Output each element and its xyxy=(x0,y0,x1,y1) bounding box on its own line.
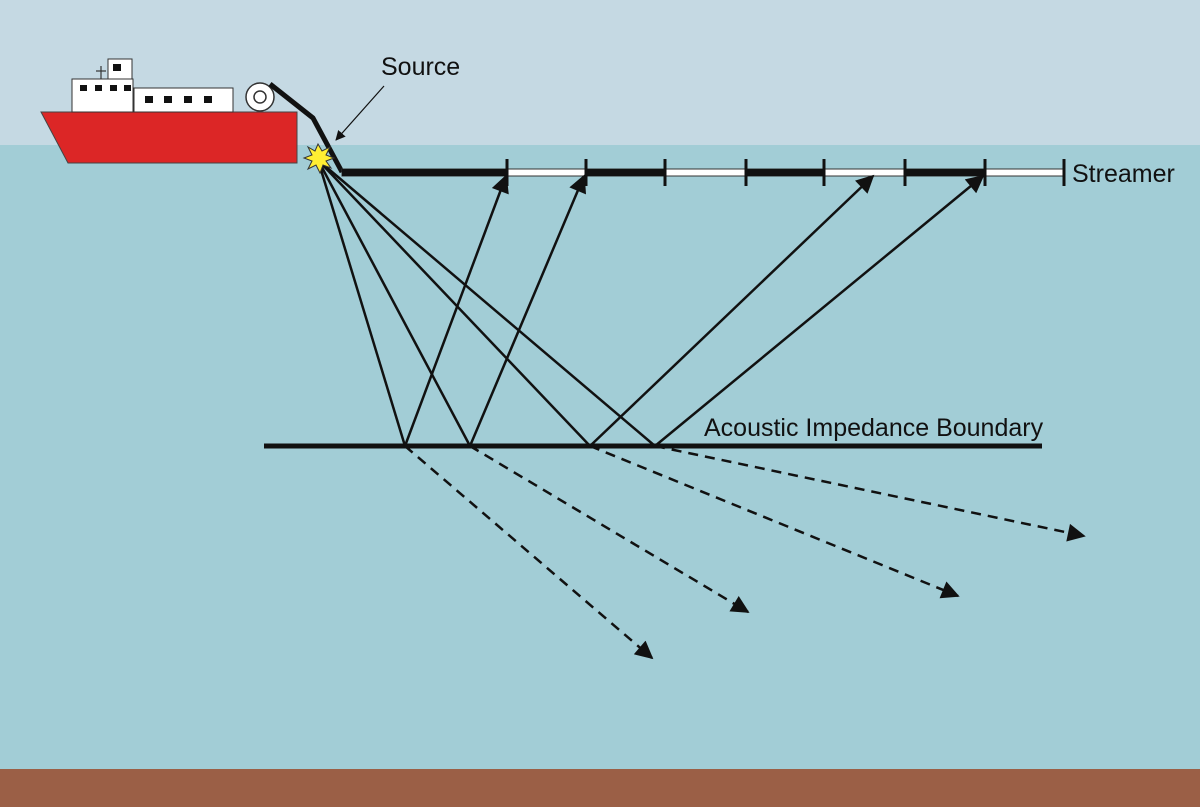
transmitted-ray xyxy=(404,445,654,660)
source-pointer xyxy=(335,85,385,141)
reflected-rays xyxy=(403,174,985,447)
incident-ray xyxy=(317,159,591,447)
source-label: Source xyxy=(381,53,460,81)
tow-cable xyxy=(268,82,345,174)
incident-ray xyxy=(316,159,407,447)
reflected-ray xyxy=(654,174,985,447)
transmitted-ray xyxy=(654,444,1086,542)
ship-hull xyxy=(40,111,298,164)
transmitted-ray xyxy=(589,444,960,599)
streamer-hydrophone-markers xyxy=(505,159,1066,186)
incident-ray xyxy=(317,159,656,447)
streamer xyxy=(341,159,1066,186)
water xyxy=(0,145,1200,769)
survey-vessel xyxy=(40,58,298,164)
transmitted-rays xyxy=(404,444,1086,660)
ship-cabin-lower xyxy=(71,78,134,113)
transmitted-ray xyxy=(469,444,750,614)
incident-rays xyxy=(316,159,656,447)
reflected-ray xyxy=(589,174,875,447)
antenna-icon xyxy=(96,66,106,79)
boundary-label: Acoustic Impedance Boundary xyxy=(704,414,1044,442)
cable-reel-icon xyxy=(245,82,275,112)
reflected-ray xyxy=(403,174,509,447)
incident-ray xyxy=(316,159,472,447)
ship-windows xyxy=(80,64,212,103)
reflected-ray xyxy=(468,174,586,447)
streamer-label: Streamer xyxy=(1072,160,1175,188)
airgun-burst-icon xyxy=(302,142,336,175)
seabed xyxy=(0,769,1200,807)
